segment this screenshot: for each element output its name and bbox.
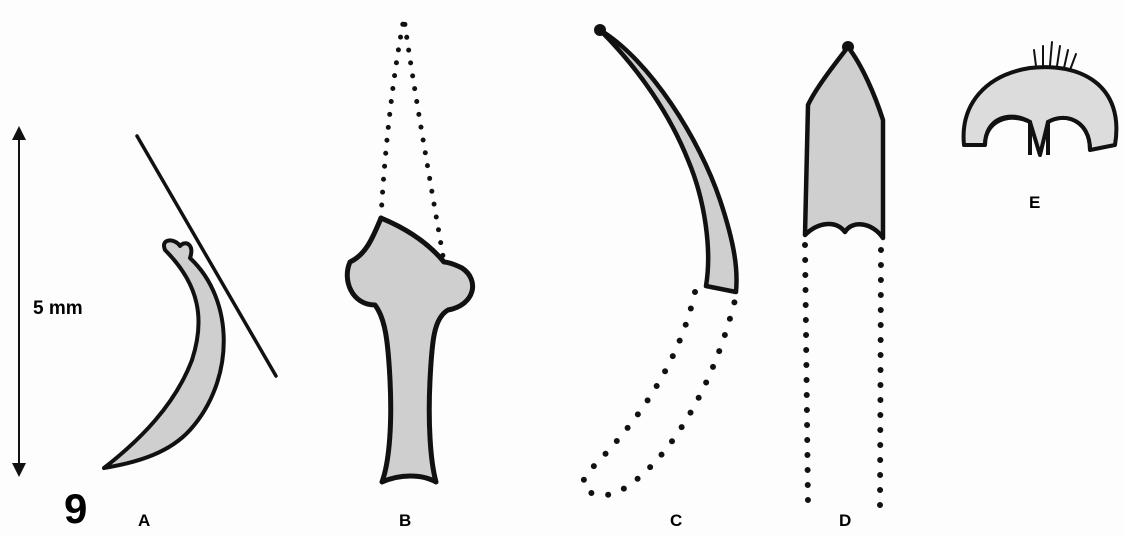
panel-label-c: C <box>670 511 682 531</box>
panel-label-d: D <box>839 511 851 531</box>
structure-b <box>347 18 472 482</box>
figure-number: 9 <box>64 488 87 530</box>
structure-b-body <box>347 218 472 482</box>
structure-a <box>104 136 276 468</box>
structure-c-dots <box>583 292 735 495</box>
structure-a-body <box>104 240 224 468</box>
structure-d-body <box>805 47 883 238</box>
structure-d-dots-right <box>880 250 881 505</box>
structure-d-dots-left <box>805 245 808 505</box>
panel-label-b: B <box>399 511 411 531</box>
structure-e <box>964 42 1117 155</box>
structure-d <box>805 41 883 505</box>
structure-e-arch-left <box>985 118 1030 155</box>
panel-label-a: A <box>138 511 150 531</box>
scale-bar-label: 5 mm <box>33 298 83 320</box>
structure-c <box>583 24 736 495</box>
panel-label-e: E <box>1029 193 1040 213</box>
structure-c-body <box>600 30 737 292</box>
